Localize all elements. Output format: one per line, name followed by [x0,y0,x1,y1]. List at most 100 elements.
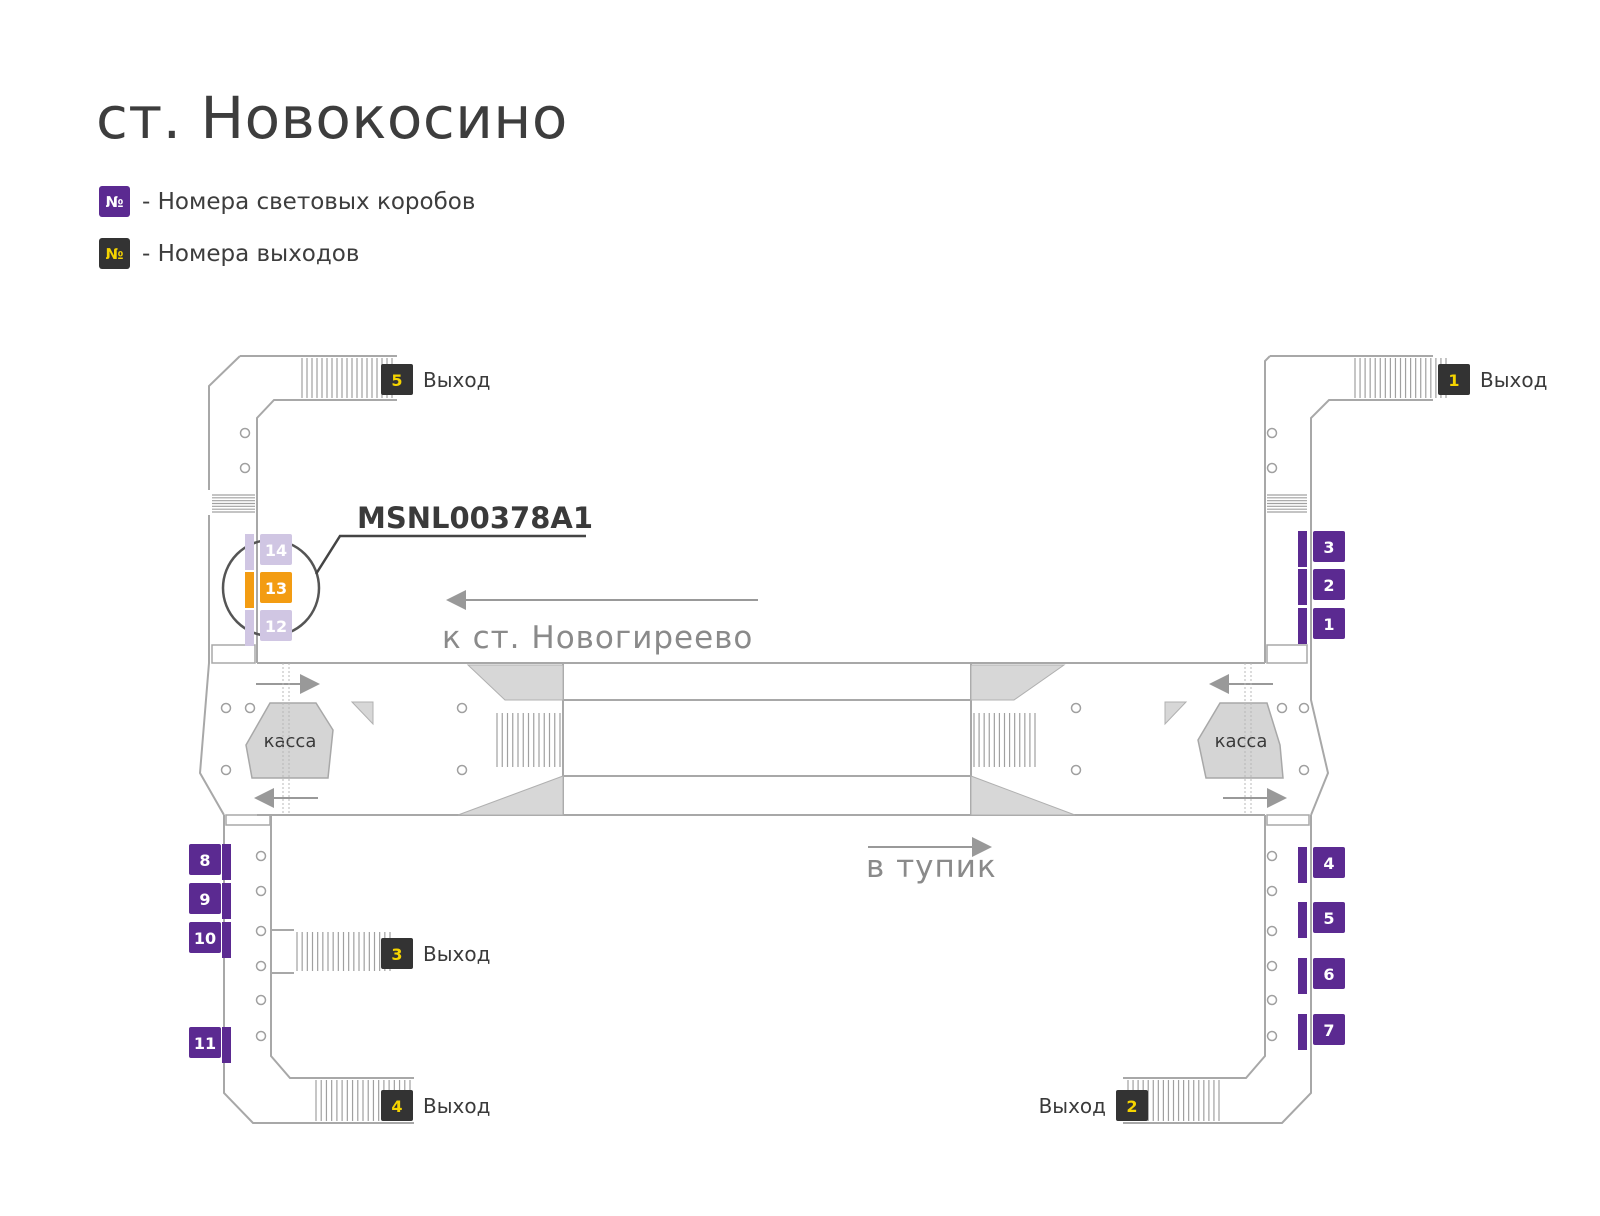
column [1266,1030,1278,1042]
column [1266,994,1278,1006]
lightbox-14: 14 [245,534,292,570]
lightbox-7: 7 [1298,1014,1345,1050]
lightbox-number: 6 [1323,965,1334,984]
cashier-right-label: касса [1215,731,1268,752]
lightbox-5: 5 [1298,902,1345,938]
lightbox-number: 12 [265,617,287,636]
lightbox-number: 10 [194,929,216,948]
column [255,850,267,862]
lightbox-number: 3 [1323,538,1334,557]
lightbox-number: 8 [199,851,210,870]
exit-number: 3 [391,945,402,964]
column [456,702,468,714]
station-walls [198,355,1433,1124]
column [220,764,232,776]
lightbox-number: 9 [199,890,210,909]
stair-flight [301,358,393,398]
exit-number: 5 [391,371,402,390]
exit-label: Выход [423,1094,490,1118]
cashier-left-label: касса [264,731,317,752]
exit-number: 2 [1126,1097,1137,1116]
lightbox-1: 1 [1298,608,1345,644]
column [1276,702,1288,714]
exit-label: Выход [423,942,490,966]
column [1298,702,1310,714]
legend-lightbox-row: № - Номера световых коробов [99,186,475,217]
stair-flight [1354,358,1447,398]
stair-flight [1267,494,1307,513]
escalator-ramps [350,664,1188,816]
highlight-code: MSNL00378A1 [357,501,593,535]
column [239,462,251,474]
lightbox-number: 1 [1323,615,1334,634]
exit-2: 2 Выход [1039,1090,1148,1121]
station-title: ст. Новокосино [96,84,568,152]
column [1298,764,1310,776]
lightbox-4: 4 [1298,847,1345,883]
lightbox-13: 13 [245,572,292,608]
lightbox-12: 12 [245,610,292,646]
column [1266,850,1278,862]
lightbox-number: 4 [1323,854,1334,873]
column [1070,702,1082,714]
direction-deadend: в тупик [866,837,997,885]
column [255,960,267,972]
stair-flight [973,713,1036,767]
callout-leader [314,534,586,575]
column [239,427,251,439]
legend-lightbox-text: - Номера световых коробов [142,188,476,215]
lightbox-number: 2 [1323,576,1334,595]
column [1266,925,1278,937]
column [1266,960,1278,972]
pillar-block [211,644,256,664]
stair-flight [296,932,391,971]
legend-exit-row: № - Номера выходов [99,238,359,269]
exit-label: Выход [1039,1094,1106,1118]
exit-label: Выход [1480,368,1547,392]
lightbox-2: 2 [1298,569,1345,605]
direction-novogireevo: к ст. Новогиреево [442,590,758,656]
legend-exit-key: № [99,238,130,269]
legend-exit-text: - Номера выходов [142,240,360,267]
stair-flight [212,494,255,513]
legend-lightbox-key: № [99,186,130,217]
lightbox-9: 9 [189,883,231,919]
lightbox-number: 11 [194,1034,216,1053]
exit-number: 4 [391,1097,402,1116]
direction-novogireevo-label: к ст. Новогиреево [442,620,753,656]
exit-label: Выход [423,368,490,392]
lightbox-6: 6 [1298,958,1345,994]
exit-1: 1 Выход [1438,364,1547,395]
cashier-right: касса [1197,702,1284,779]
lightbox-3: 3 [1298,531,1345,567]
lightbox-number: 5 [1323,909,1334,928]
column [1266,427,1278,439]
exit-number: 1 [1448,371,1459,390]
direction-deadend-label: в тупик [866,849,997,885]
pillar-block [225,814,271,826]
column [1070,764,1082,776]
highlight-callout: MSNL00378A1 [221,501,593,638]
column [456,764,468,776]
columns [220,427,1310,1042]
stair-flight [496,713,561,767]
pillar-block [1266,814,1310,826]
column [255,885,267,897]
exit-3: 3 Выход [381,938,490,969]
lightbox-number: 13 [265,579,287,598]
column [1266,885,1278,897]
lightbox-number: 14 [265,541,287,560]
lightboxes: 14 13 12 3 2 1 8 9 10 11 4 5 6 7 [189,531,1345,1063]
turnstile-arrows [254,663,1287,815]
column [255,925,267,937]
column [220,702,232,714]
lightbox-10: 10 [189,922,231,958]
column [255,994,267,1006]
exit-4: 4 Выход [381,1090,490,1121]
lightbox-11: 11 [189,1027,231,1063]
exit-5: 5 Выход [381,364,490,395]
column [244,702,256,714]
pillar-block [1266,644,1308,664]
